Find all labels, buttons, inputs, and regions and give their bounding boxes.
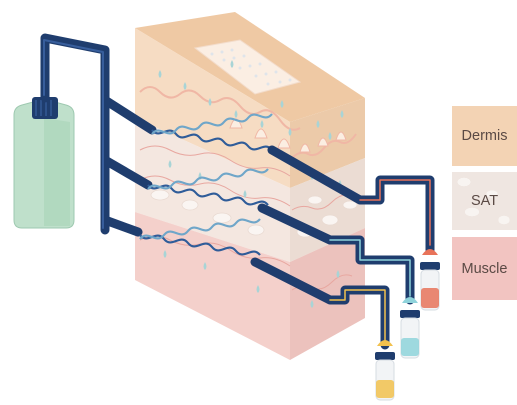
legend-sat: SAT (452, 172, 517, 230)
epidermis-wave (139, 86, 357, 159)
reservoir-bottle (13, 97, 75, 229)
vial-teal (400, 297, 420, 359)
tubing-highlight (43, 39, 104, 229)
dermal-papillae (229, 118, 347, 153)
legend-dermis-label: Dermis (461, 128, 508, 144)
helical-channels (139, 113, 273, 256)
tissue-fibers (139, 145, 353, 291)
skin-patch (193, 39, 302, 95)
legend-sat-label: SAT (470, 193, 499, 209)
legend-muscle-label: Muscle (461, 260, 508, 277)
vial-orange (420, 249, 440, 311)
tissue-block (135, 12, 365, 360)
legend-muscle: Muscle (452, 237, 517, 300)
vial-yellow (375, 340, 395, 401)
legend-dermis: Dermis (452, 106, 517, 166)
outlet-tube-inner (329, 179, 431, 341)
muscle-front-face (135, 212, 290, 360)
